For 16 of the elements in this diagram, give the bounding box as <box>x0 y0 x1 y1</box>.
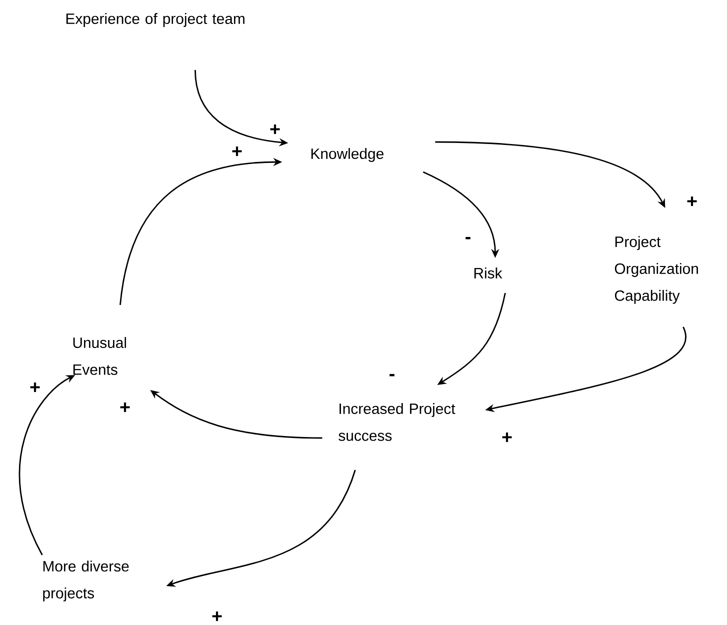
polarity-sign: + <box>230 146 244 158</box>
node-label: Knowledge <box>311 148 384 162</box>
node-label: Increased Project success <box>338 403 456 441</box>
node-label: Experience of project team <box>66 13 244 27</box>
polarity-sign: - <box>464 236 472 244</box>
node-label: More diverse projects <box>43 560 129 602</box>
node-label: Unusual Events <box>73 337 126 375</box>
polarity-sign: - <box>388 373 396 380</box>
polarity-sign: + <box>118 402 132 414</box>
polarity-sign: + <box>500 432 514 444</box>
polarity-sign: + <box>210 610 224 624</box>
polarity-sign: + <box>686 196 698 208</box>
node-label: Risk <box>474 268 502 278</box>
polarity-sign: + <box>28 382 42 394</box>
node-label: Project Organization Capability <box>614 236 698 304</box>
polarity-sign: + <box>268 124 282 136</box>
